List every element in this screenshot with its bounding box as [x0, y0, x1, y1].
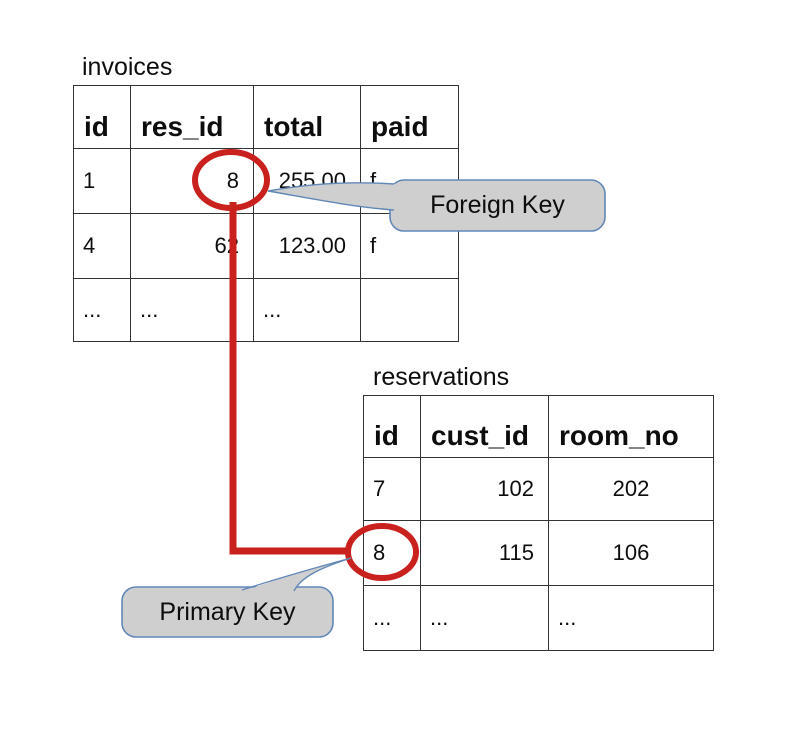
- table-cell: 1: [73, 148, 131, 214]
- table-cell: ...: [253, 278, 361, 342]
- table-cell: ...: [363, 585, 421, 651]
- invoices-header-row: id res_id total paid: [73, 85, 459, 149]
- table-row: 7 102 202: [363, 457, 714, 521]
- reservations-table: id cust_id room_no 7 102 202 8 115 106 .…: [363, 395, 714, 651]
- table-row: 8 115 106: [363, 520, 714, 586]
- table-cell: 4: [73, 213, 131, 279]
- table-cell: 62: [130, 213, 254, 279]
- primary-key-callout-label: Primary Key: [159, 597, 296, 626]
- table-cell: 115: [420, 520, 549, 586]
- table-cell-primary-key: 8: [363, 520, 421, 586]
- table-cell-foreign-key: 8: [130, 148, 254, 214]
- table-cell: 202: [548, 457, 714, 521]
- column-header-room-no: room_no: [548, 395, 714, 458]
- table-cell: 123.00: [253, 213, 361, 279]
- table-cell: ...: [420, 585, 549, 651]
- reservations-table-title: reservations: [373, 363, 510, 391]
- table-cell: ...: [130, 278, 254, 342]
- invoices-table-title: invoices: [82, 53, 173, 81]
- table-cell: 255.00: [253, 148, 361, 214]
- table-cell: ...: [548, 585, 714, 651]
- column-header-total: total: [253, 85, 361, 149]
- table-cell: ...: [73, 278, 131, 342]
- column-header-id: id: [73, 85, 131, 149]
- column-header-res-id: res_id: [130, 85, 254, 149]
- table-cell: 106: [548, 520, 714, 586]
- primary-key-callout-tail-edge: [241, 557, 352, 591]
- column-header-id: id: [363, 395, 421, 458]
- reservations-header-row: id cust_id room_no: [363, 395, 714, 458]
- column-header-cust-id: cust_id: [420, 395, 549, 458]
- table-cell: 102: [420, 457, 549, 521]
- table-row: ... ... ...: [73, 278, 459, 342]
- foreign-key-callout-label: Foreign Key: [430, 191, 565, 219]
- table-cell: [360, 278, 459, 342]
- table-row: ... ... ...: [363, 585, 714, 651]
- column-header-paid: paid: [360, 85, 459, 149]
- table-cell: 7: [363, 457, 421, 521]
